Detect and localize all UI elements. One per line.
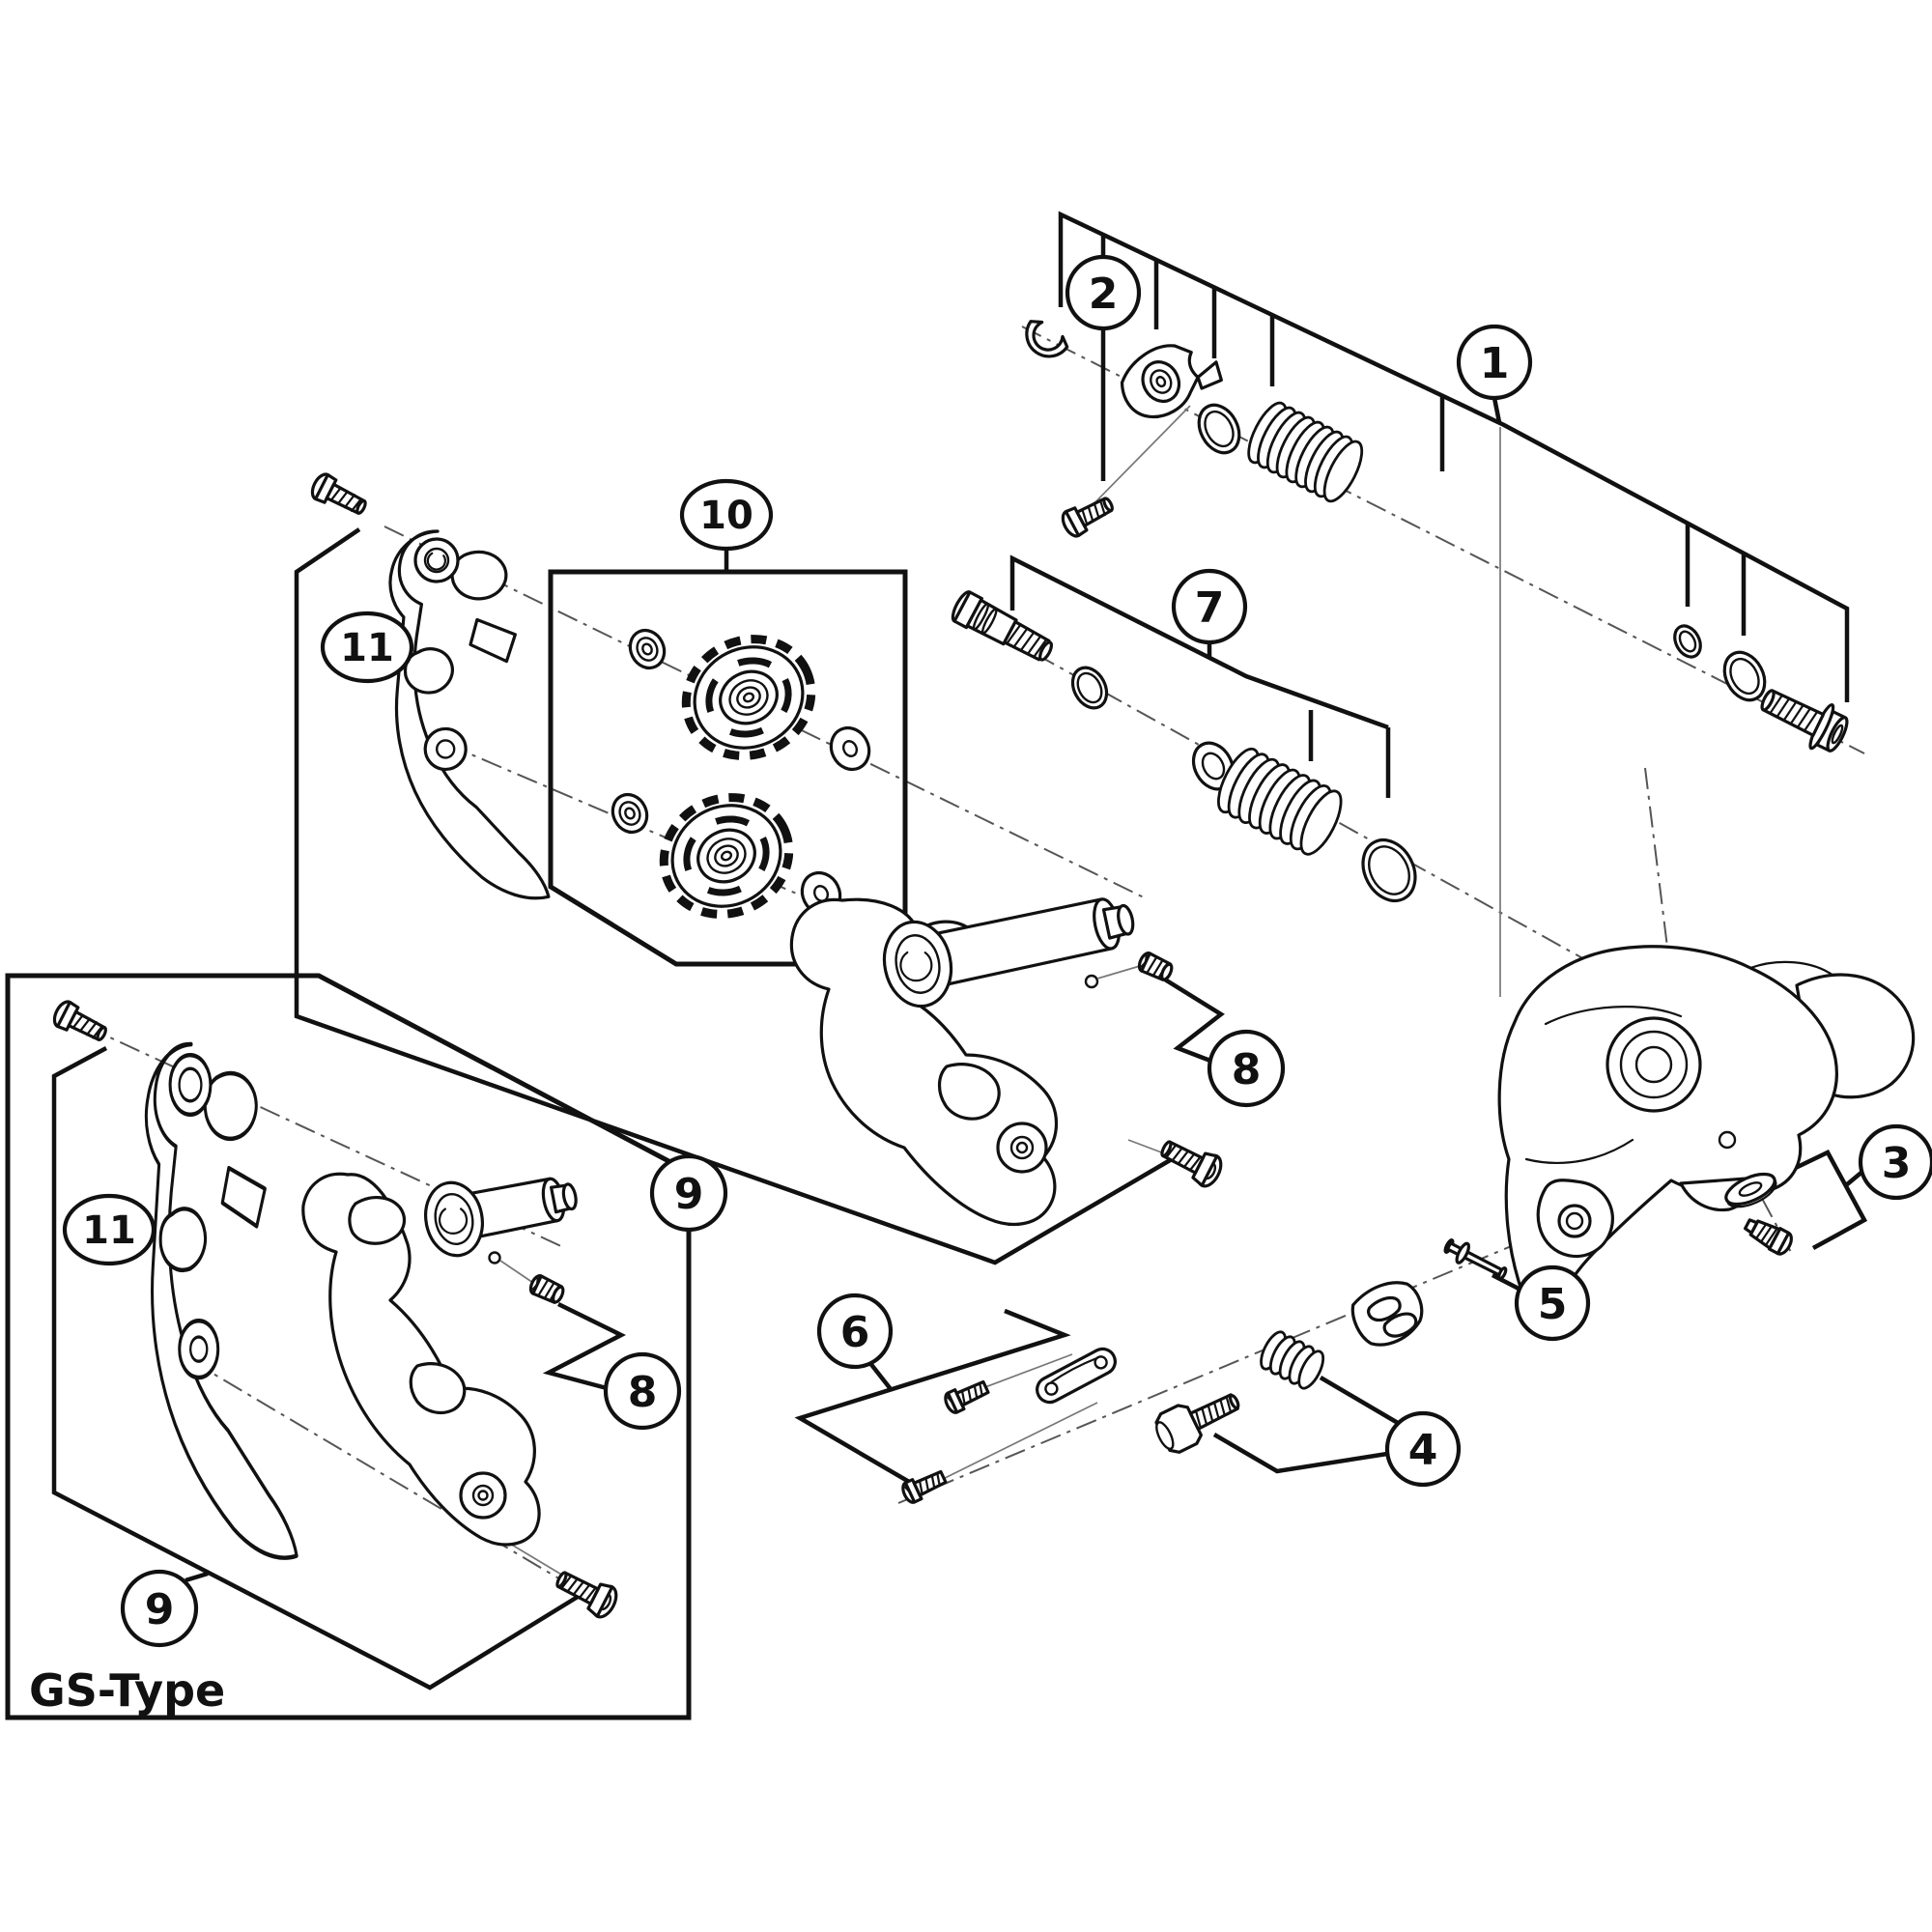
callout-6: 6 [816, 1293, 894, 1370]
callout-5-label: 5 [1538, 1280, 1568, 1329]
callout-2: 2 [1065, 254, 1142, 331]
pulley-washer [829, 725, 871, 772]
callout-11-gs: 11 [62, 1193, 156, 1266]
inner-cage-plate [789, 897, 1141, 1227]
callout-11-ss-label: 11 [340, 626, 394, 670]
callout-7: 7 [1171, 568, 1248, 645]
callout-3: 3 [1858, 1123, 1932, 1201]
p-tension-spring [1217, 747, 1343, 856]
stopper-pin [1443, 1238, 1508, 1281]
callout-2-label: 2 [1089, 270, 1119, 319]
guide-pulley [681, 635, 816, 760]
callout-1-label: 1 [1480, 339, 1510, 388]
o-ring-large [1722, 650, 1767, 702]
cage-stop-screw [1137, 952, 1174, 981]
gs-cage-stop-screw [528, 1274, 565, 1304]
cage-fixing-bolt [1160, 1140, 1223, 1188]
gs-cage-pivot-bolt [52, 1000, 107, 1041]
b-adjust-screw [1154, 1393, 1240, 1454]
cage-pivot-shaft [882, 897, 1135, 1009]
b-adjust-spring [1260, 1330, 1325, 1390]
guide-plate-screw [944, 1379, 990, 1414]
bracket-plate-bearing [1120, 344, 1223, 419]
gs-type-label: GS-Type [29, 1664, 225, 1717]
pulley-dust-cap [628, 628, 667, 670]
tension-pulley [659, 793, 794, 919]
callout-4: 4 [1384, 1410, 1462, 1488]
b-adjust-knob [1350, 1281, 1424, 1347]
gs-cage-pivot-shaft [424, 1177, 578, 1258]
callout-10: 10 [679, 478, 774, 552]
callout-8-gs: 8 [603, 1351, 682, 1431]
callout-7-label: 7 [1195, 583, 1225, 633]
o-ring-small [1673, 624, 1702, 659]
adjust-screw [1061, 497, 1114, 538]
b-tension-spring [1247, 401, 1364, 503]
callout-8-ss-label: 8 [1232, 1045, 1262, 1094]
large-o-ring [1361, 838, 1417, 903]
cable-fixing-washer [1724, 1172, 1777, 1208]
gs-inner-cage-plate [301, 1172, 578, 1547]
o-ring [1197, 403, 1241, 455]
callout-9-gs-label: 9 [145, 1585, 175, 1634]
e-clip [1025, 320, 1069, 358]
callout-5: 5 [1514, 1264, 1591, 1342]
gs-type-box [5, 973, 692, 1720]
cage-pivot-bolt [310, 472, 367, 515]
cable-fixing-screw [1743, 1218, 1793, 1256]
b-axle-bolt [1760, 689, 1849, 753]
o-ring [1070, 666, 1109, 710]
callout-11-ss: 11 [320, 611, 414, 684]
callout-6-label: 6 [840, 1308, 870, 1357]
derailleur-body [1497, 945, 1916, 1315]
callout-9-ss-label: 9 [674, 1170, 704, 1219]
pulley-dust-cap [611, 792, 649, 835]
callout-11-gs-label: 11 [82, 1208, 136, 1253]
callout-1: 1 [1456, 324, 1533, 401]
gs-outer-cage-plate [144, 1041, 298, 1560]
callout-8-gs-label: 8 [628, 1368, 658, 1417]
callout-9-ss: 9 [649, 1153, 728, 1233]
callout-3-label: 3 [1882, 1139, 1912, 1188]
callout-9-gs: 9 [120, 1569, 199, 1648]
pulley-set-box [548, 569, 908, 967]
pivot-bolt [951, 590, 1054, 662]
callout-4-label: 4 [1408, 1426, 1438, 1475]
callout-10-label: 10 [699, 494, 753, 538]
callout-brackets [51, 211, 1868, 1690]
cable-guide-plate [1036, 1347, 1117, 1405]
guide-plate-screw [901, 1469, 948, 1504]
gs-cage-fixing-bolt [555, 1571, 618, 1619]
callout-8-ss: 8 [1207, 1029, 1286, 1108]
outer-cage-plate [388, 529, 551, 900]
